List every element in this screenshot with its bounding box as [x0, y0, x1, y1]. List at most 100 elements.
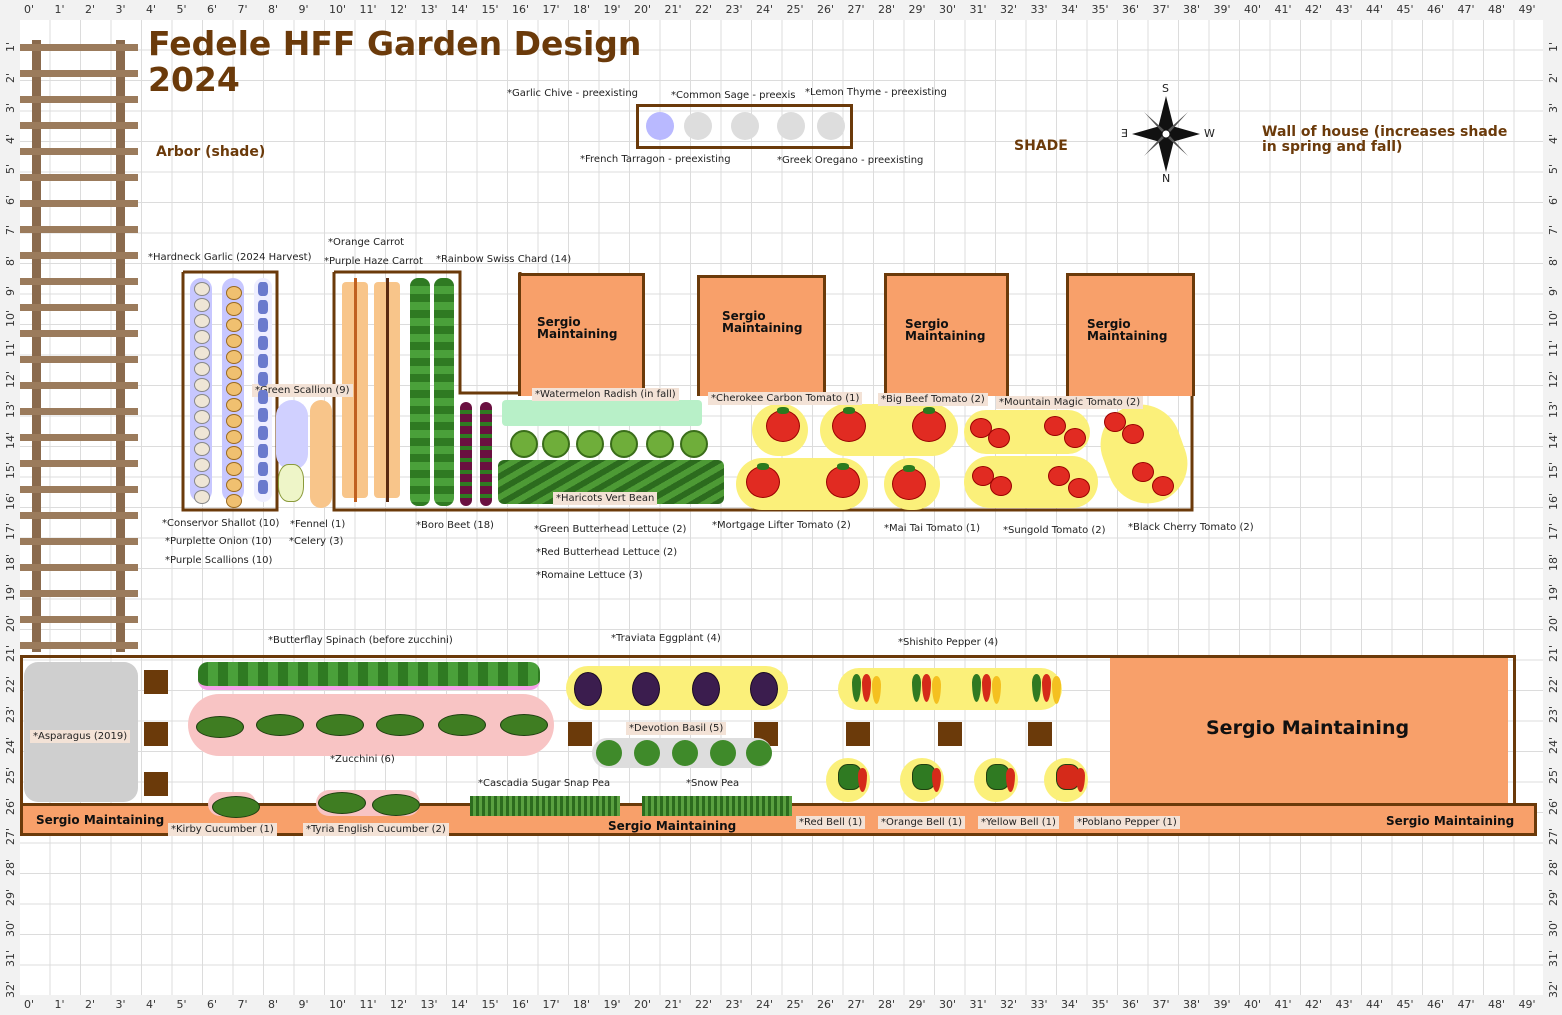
- chard-row-2[interactable]: [434, 278, 454, 506]
- garlic-bulb-icon[interactable]: [194, 474, 210, 488]
- zucchini-icon[interactable]: [196, 716, 244, 738]
- chili-pepper-icon[interactable]: [862, 674, 871, 702]
- fennel-icon[interactable]: [278, 464, 304, 502]
- tomato-icon[interactable]: [766, 407, 800, 442]
- shallot-bulb-icon[interactable]: [226, 318, 242, 332]
- shallot-bulb-icon[interactable]: [226, 430, 242, 444]
- onion-leaf-icon[interactable]: [258, 390, 268, 404]
- kirby-cucumber-icon[interactable]: [212, 796, 260, 818]
- onion-leaf-icon[interactable]: [258, 408, 268, 422]
- chili-pepper-icon[interactable]: [1032, 674, 1041, 702]
- cherry-tomato-icon[interactable]: [972, 466, 994, 486]
- tyria-cucumber-icon[interactable]: [318, 792, 366, 814]
- tyria-cucumber-icon[interactable]: [372, 794, 420, 816]
- tarragon-icon[interactable]: [684, 112, 712, 140]
- onion-leaf-icon[interactable]: [258, 444, 268, 458]
- shallot-bulb-icon[interactable]: [226, 494, 242, 508]
- onion-leaf-icon[interactable]: [258, 336, 268, 350]
- radish-row[interactable]: [502, 400, 702, 426]
- cherry-tomato-icon[interactable]: [1104, 412, 1126, 432]
- shallot-bulb-icon[interactable]: [226, 302, 242, 316]
- garlic-bulb-icon[interactable]: [194, 282, 210, 296]
- shallot-bulb-icon[interactable]: [226, 478, 242, 492]
- tomato-icon[interactable]: [892, 465, 926, 500]
- chili-pepper-icon[interactable]: [852, 674, 861, 702]
- garlic-bulb-icon[interactable]: [194, 378, 210, 392]
- zucchini-highlight[interactable]: [188, 694, 554, 756]
- chili-pepper-icon[interactable]: [872, 676, 881, 704]
- chili-pepper-icon[interactable]: [922, 674, 931, 702]
- cherry-tomato-icon[interactable]: [1044, 416, 1066, 436]
- garlic-bulb-icon[interactable]: [194, 410, 210, 424]
- cherry-tomato-icon[interactable]: [1122, 424, 1144, 444]
- onion-leaf-icon[interactable]: [258, 354, 268, 368]
- chili-pepper-icon[interactable]: [992, 676, 1001, 704]
- garden-canvas[interactable]: Fedele HFF Garden Design 2024 Arbor (sha…: [20, 20, 1543, 995]
- sergio-block-3[interactable]: Sergio Maintaining: [884, 273, 1009, 396]
- shallot-bulb-icon[interactable]: [226, 382, 242, 396]
- garlic-bulb-icon[interactable]: [194, 298, 210, 312]
- garlic-chive-icon[interactable]: [646, 112, 674, 140]
- cherry-tomato-icon[interactable]: [988, 428, 1010, 448]
- onion-leaf-icon[interactable]: [258, 372, 268, 386]
- basil-icon[interactable]: [672, 740, 698, 766]
- garlic-bulb-icon[interactable]: [194, 394, 210, 408]
- garlic-bulb-icon[interactable]: [194, 314, 210, 328]
- sergio-block-1[interactable]: Sergio Maintaining: [518, 273, 645, 396]
- thyme-icon[interactable]: [817, 112, 845, 140]
- garlic-bulb-icon[interactable]: [194, 330, 210, 344]
- fennel-celery-row[interactable]: [310, 400, 332, 508]
- chili-pepper-icon[interactable]: [972, 674, 981, 702]
- tomato-icon[interactable]: [826, 463, 860, 498]
- zucchini-icon[interactable]: [500, 714, 548, 736]
- sage-icon[interactable]: [731, 112, 759, 140]
- lettuce-icon[interactable]: [576, 430, 604, 458]
- onion-leaf-icon[interactable]: [258, 480, 268, 494]
- basil-icon[interactable]: [634, 740, 660, 766]
- sergio-block-large[interactable]: Sergio Maintaining: [1110, 658, 1508, 803]
- beet-row-1[interactable]: [460, 402, 472, 506]
- garlic-bulb-icon[interactable]: [194, 426, 210, 440]
- eggplant-icon[interactable]: [692, 672, 720, 706]
- cherry-tomato-icon[interactable]: [1064, 428, 1086, 448]
- garlic-bulb-icon[interactable]: [194, 490, 210, 504]
- chili-pepper-icon[interactable]: [1006, 768, 1015, 792]
- shallot-bulb-icon[interactable]: [226, 462, 242, 476]
- lettuce-icon[interactable]: [610, 430, 638, 458]
- lettuce-icon[interactable]: [510, 430, 538, 458]
- cherry-tomato-icon[interactable]: [970, 418, 992, 438]
- shallot-bulb-icon[interactable]: [226, 334, 242, 348]
- cherry-tomato-icon[interactable]: [1068, 478, 1090, 498]
- snap-pea-row[interactable]: [470, 796, 620, 816]
- cherry-tomato-icon[interactable]: [990, 476, 1012, 496]
- lettuce-icon[interactable]: [542, 430, 570, 458]
- eggplant-icon[interactable]: [750, 672, 778, 706]
- blackcherry-highlight[interactable]: [1089, 393, 1199, 515]
- shallot-bulb-icon[interactable]: [226, 446, 242, 460]
- zucchini-icon[interactable]: [376, 714, 424, 736]
- chili-pepper-icon[interactable]: [982, 674, 991, 702]
- zucchini-icon[interactable]: [316, 714, 364, 736]
- cherry-tomato-icon[interactable]: [1152, 476, 1174, 496]
- scallion-patch[interactable]: [276, 400, 308, 470]
- shallot-bulb-icon[interactable]: [226, 286, 242, 300]
- basil-icon[interactable]: [746, 740, 772, 766]
- chili-pepper-icon[interactable]: [932, 676, 941, 704]
- lettuce-icon[interactable]: [646, 430, 674, 458]
- zucchini-icon[interactable]: [256, 714, 304, 736]
- chard-row-1[interactable]: [410, 278, 430, 506]
- shallot-bulb-icon[interactable]: [226, 350, 242, 364]
- lettuce-icon[interactable]: [680, 430, 708, 458]
- sergio-block-2[interactable]: Sergio Maintaining: [697, 275, 826, 396]
- onion-leaf-icon[interactable]: [258, 426, 268, 440]
- chili-pepper-icon[interactable]: [932, 768, 941, 792]
- cherry-tomato-icon[interactable]: [1048, 466, 1070, 486]
- cherry-tomato-icon[interactable]: [1132, 462, 1154, 482]
- garlic-bulb-icon[interactable]: [194, 346, 210, 360]
- garlic-bulb-icon[interactable]: [194, 362, 210, 376]
- spinach-row[interactable]: [198, 662, 540, 690]
- chili-pepper-icon[interactable]: [1052, 676, 1061, 704]
- tomato-icon[interactable]: [912, 407, 946, 442]
- tomato-icon[interactable]: [746, 463, 780, 498]
- shallot-bulb-icon[interactable]: [226, 366, 242, 380]
